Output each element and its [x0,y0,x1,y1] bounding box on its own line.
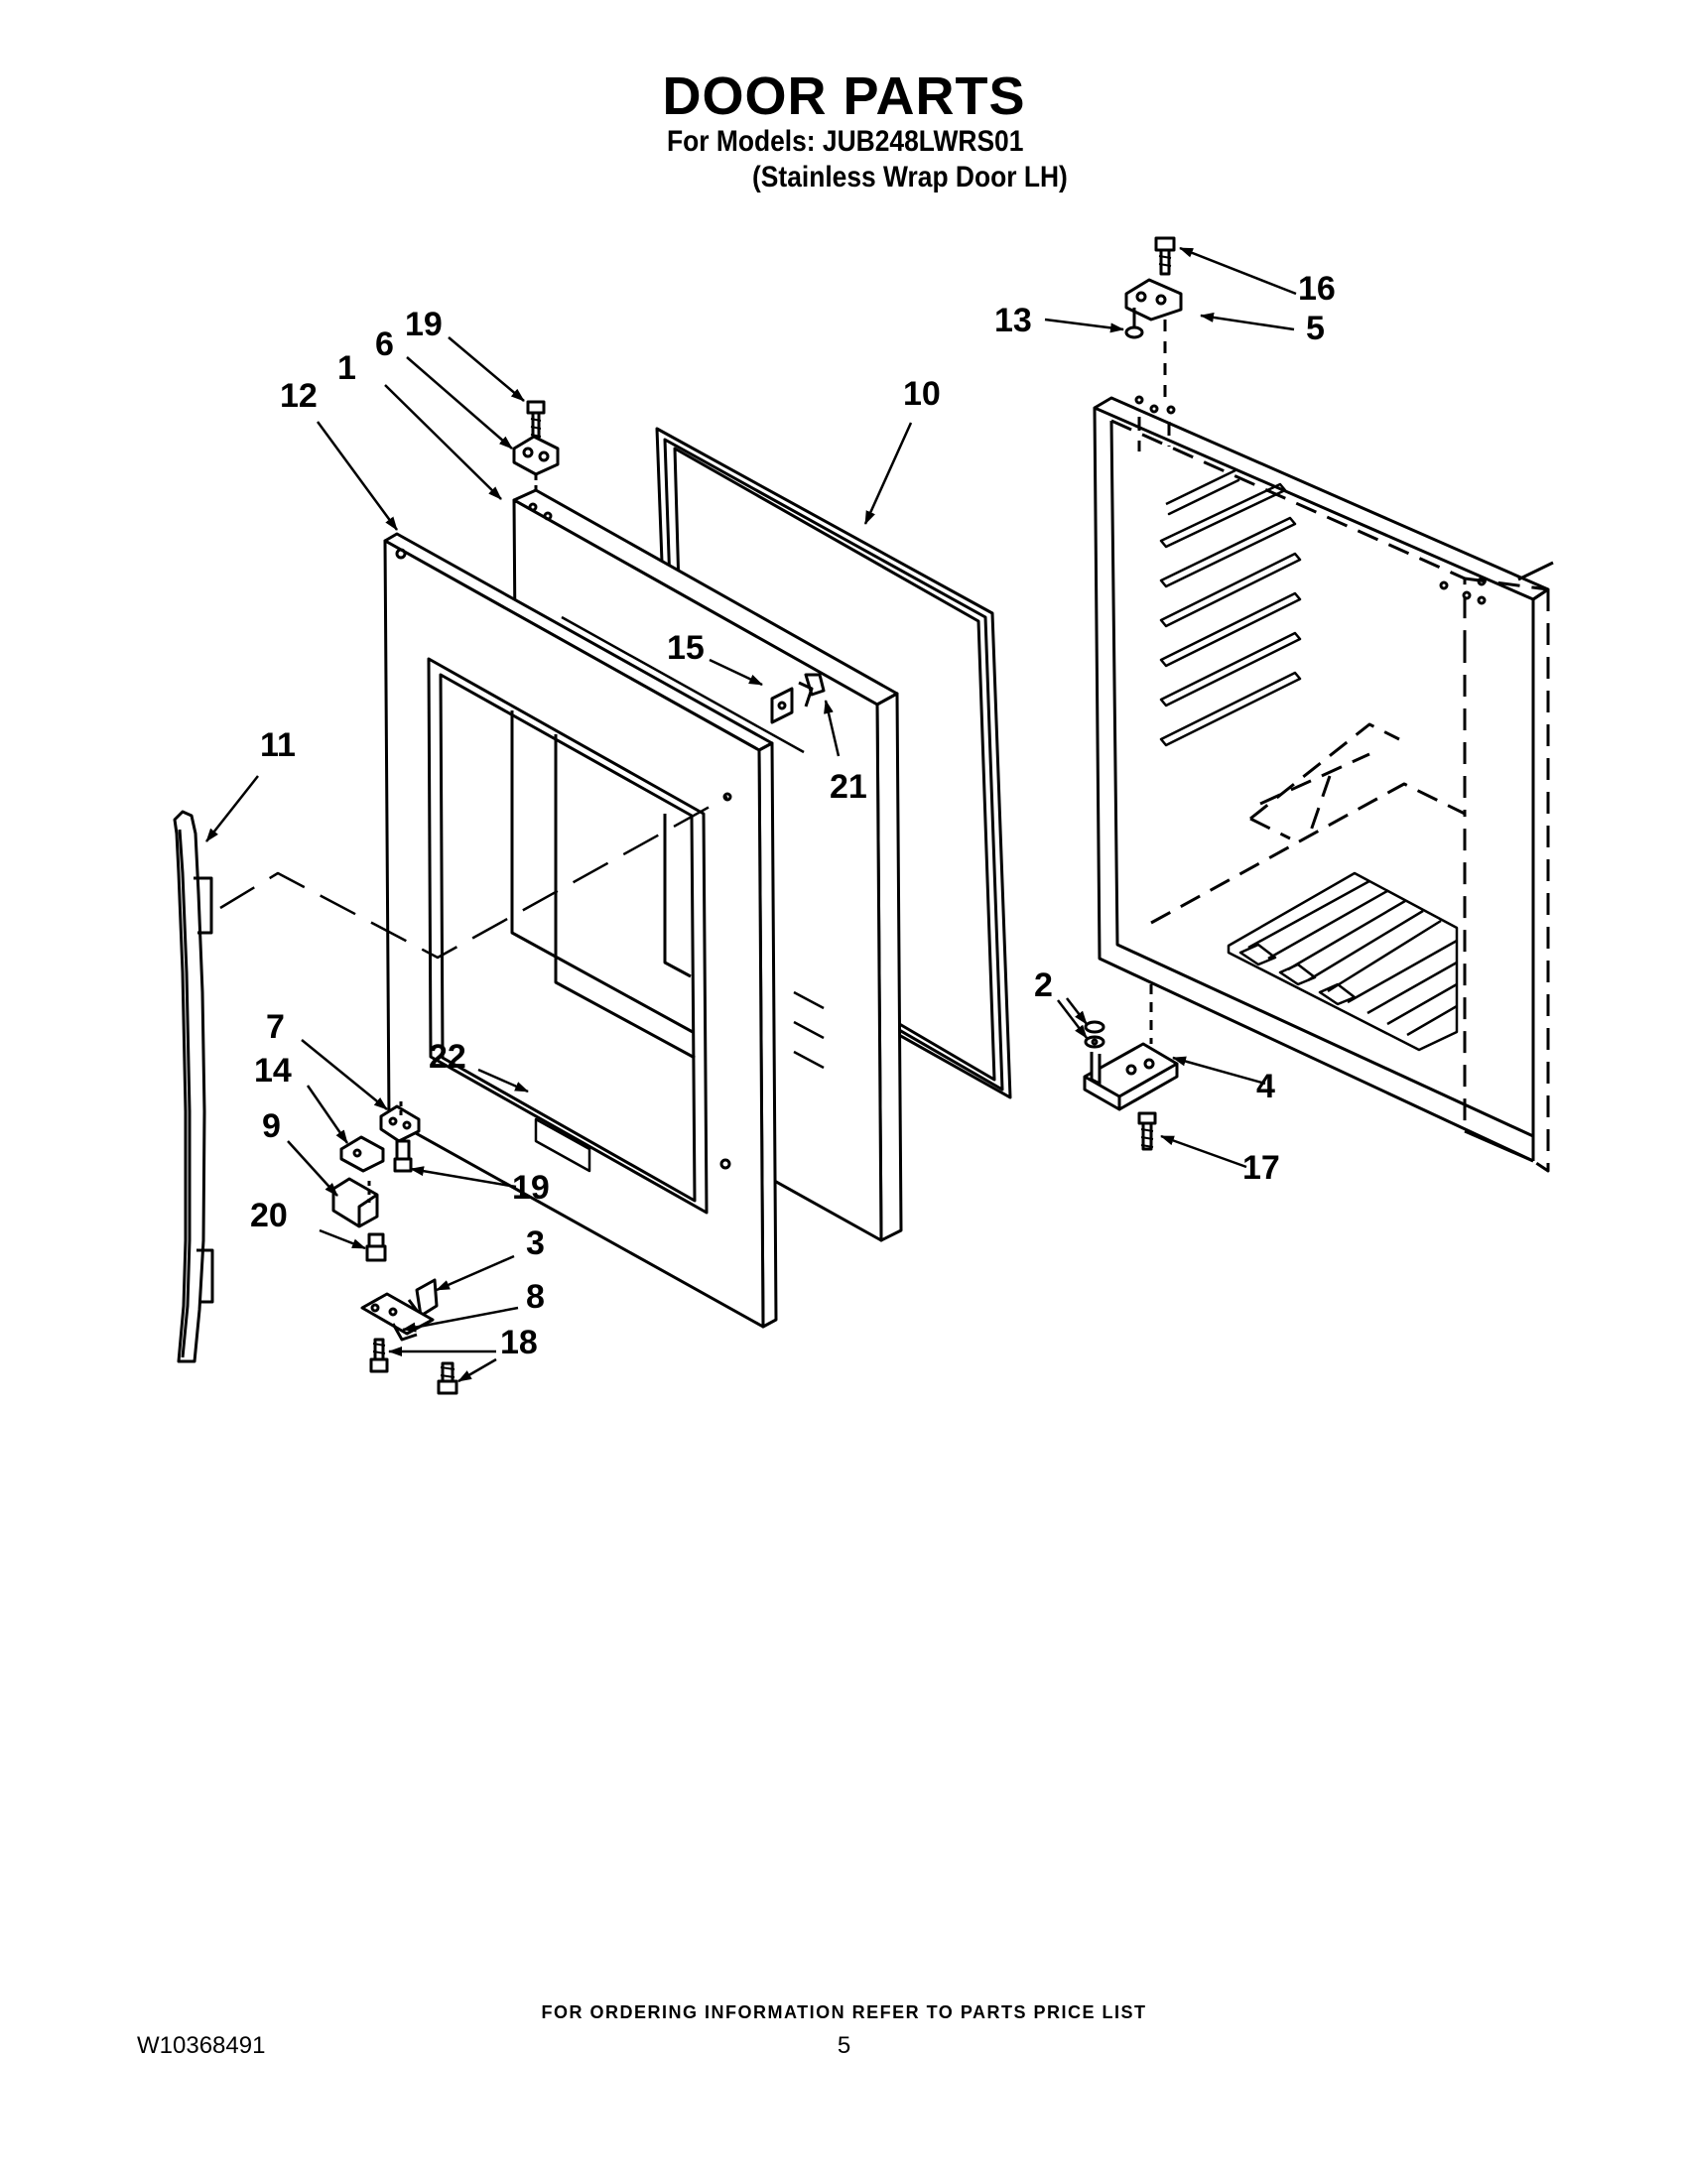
page-title: DOOR PARTS [662,66,1026,126]
hinge-bracket-part-5 [1124,278,1183,397]
callout-8: 8 [526,1278,545,1316]
callout-9: 9 [262,1107,281,1145]
outer-door-panel-part [383,532,825,1329]
bracket-part-3 [407,1278,439,1318]
callout-13: 13 [994,302,1032,339]
handle-assembly-line [219,795,728,960]
callout-7: 7 [266,1008,285,1046]
callout-10: 10 [903,375,941,413]
bottom-hinge-part-4 [1083,984,1179,1111]
callout-16: 16 [1298,270,1336,308]
screw-part-16 [1154,236,1176,276]
callout-19-top: 19 [405,306,443,343]
callout-4: 4 [1256,1068,1275,1105]
models-line: For Models: JUB248LWRS01 [667,125,1024,158]
cabinet-frame [1093,395,1554,1173]
document-number: W10368491 [137,2032,266,2059]
callout-17: 17 [1242,1149,1280,1187]
screw-part-19-top [526,400,546,441]
door-handle-part [173,810,214,1363]
washer-part-2 [1084,1020,1105,1049]
callout-14: 14 [254,1052,292,1090]
callout-21: 21 [830,768,867,806]
callout-11: 11 [260,726,296,764]
cabinet-vent-grille [1227,871,1459,1052]
screw-part-18b [437,1361,458,1395]
variant-line: (Stainless Wrap Door LH) [752,161,1068,193]
door-stop-part-15 [770,687,794,724]
callout-12: 12 [280,377,318,415]
screw-part-17 [1137,1111,1157,1151]
callout-15: 15 [667,629,705,667]
callout-2: 2 [1034,966,1053,1004]
shim-part-14 [339,1135,385,1173]
screw-part-21 [798,673,826,707]
page-number: 5 [837,2032,851,2059]
callout-18: 18 [500,1324,538,1361]
bottom-door-hinge-part-7 [379,1101,421,1143]
screw-part-18a [369,1338,389,1373]
callout-1: 1 [337,349,356,387]
callout-22: 22 [429,1038,466,1076]
screw-part-19-bottom [393,1139,413,1173]
leader-lines [205,246,1297,1383]
callout-5: 5 [1306,310,1325,347]
callout-6: 6 [375,325,394,363]
bracket-part-9 [331,1177,379,1228]
hinge-part-6 [512,435,560,491]
callout-3: 3 [526,1224,545,1262]
ordering-note: FOR ORDERING INFORMATION REFER TO PARTS … [541,2002,1147,2022]
screw-part-20 [365,1232,387,1262]
callout-19-bottom: 19 [512,1169,550,1207]
washer-part-13 [1124,325,1144,339]
callout-20: 20 [250,1197,288,1234]
